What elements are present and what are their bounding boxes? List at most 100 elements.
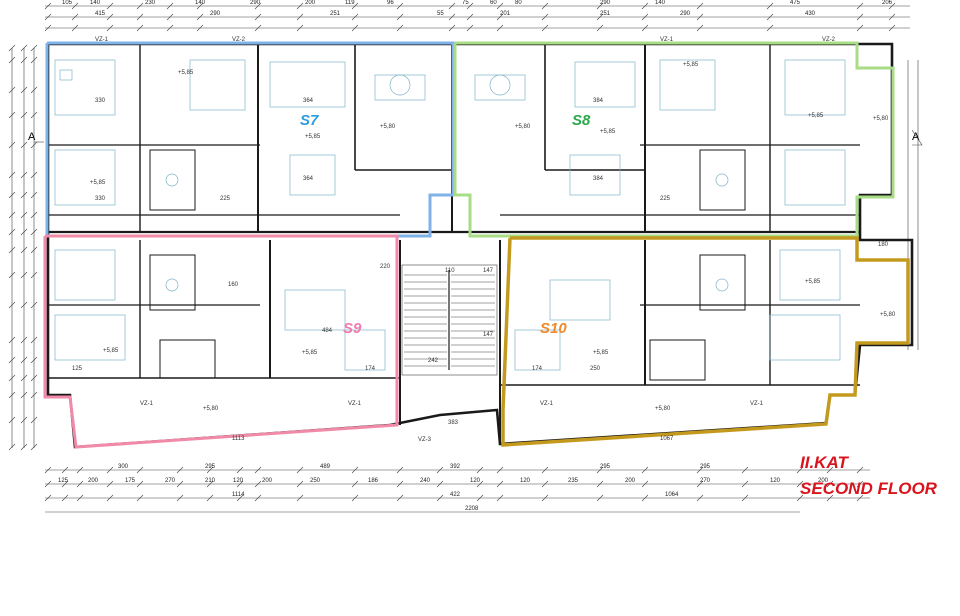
room-dim: 147 [483,268,494,274]
dimension-tick [696,466,704,474]
dimension-tick [30,141,38,149]
dimension-tick [76,466,84,474]
dimension-tick [856,494,864,502]
dimension-tick [696,2,704,10]
room-dim: 330 [95,98,106,104]
bottom-dim: 120 [470,478,481,484]
zone-tag: VZ-1 [660,37,674,43]
level-label: +5,85 [178,70,194,76]
dimension-tick [8,141,16,149]
dimension-tick [20,56,28,64]
dimension-tick [8,44,16,52]
dimension-tick [448,24,456,32]
dimension-tick [396,480,404,488]
top2-dim-7: 290 [680,11,691,17]
dimension-tick [76,480,84,488]
dimension-tick [61,480,69,488]
unit-outline-s7[interactable] [45,41,455,238]
dimension-tick [496,480,504,488]
top2-dim-8: 430 [805,11,816,17]
dimension-tick [30,301,38,309]
dimension-tick [44,480,52,488]
dimension-tick [106,13,114,21]
dimension-tick [8,301,16,309]
zone-tag: VZ-1 [348,401,362,407]
dimension-tick [196,2,204,10]
dimension-tick [20,86,28,94]
dimension-tick [71,13,79,21]
dimension-tick [206,480,214,488]
dimension-tick [541,480,549,488]
dimension-tick [596,2,604,10]
level-label: +5,80 [380,124,396,130]
dimension-tick [541,466,549,474]
dimension-tick [436,480,444,488]
dimension-tick [741,480,749,488]
dimension-tick [466,13,474,21]
dimension-tick [856,466,864,474]
dimension-tick [596,466,604,474]
unit-label-s7: S7 [300,112,319,129]
dimension-tick [496,24,504,32]
dimension-tick [8,228,16,236]
dimension-tick [254,2,262,10]
level-label: +5,80 [203,406,219,412]
room-dim: 383 [448,420,459,426]
zone-tag: VZ-1 [540,401,554,407]
top-dim-12: 290 [600,0,611,6]
room-dim: 330 [95,196,106,202]
dimension-tick [106,24,114,32]
room-dim: 384 [593,176,604,182]
dimension-tick [641,480,649,488]
dimension-tick [30,191,38,199]
top-dim-13: 140 [655,0,666,6]
zone-tag: VZ-3 [418,437,432,443]
zone-tag: VZ-1 [750,401,764,407]
dimension-tick [20,111,28,119]
dimension-tick [396,2,404,10]
dimension-tick [476,494,484,502]
level-label: +5,85 [305,134,321,140]
dimension-tick [30,443,38,451]
dimension-tick [136,494,144,502]
dimension-tick [236,494,244,502]
dimension-tick [8,271,16,279]
dimension-tick [641,466,649,474]
unit-label-s8: S8 [572,112,591,129]
dimension-tick [20,44,28,52]
top-dim-2: 140 [90,0,101,6]
top2-dim-1: 415 [95,11,106,17]
top-dim-10: 60 [490,0,497,6]
top2-dim-3: 251 [330,11,341,17]
bottom-dim-sum: 422 [450,492,461,498]
unit-outline-s10[interactable] [501,236,910,447]
dimension-tick [296,480,304,488]
stairwell [401,264,498,376]
dimension-tick [696,13,704,21]
dimension-tick [176,494,184,502]
dimension-tick [20,171,28,179]
dimension-tick [641,24,649,32]
bottom-dim: 175 [125,478,136,484]
dimension-tick [8,443,16,451]
unit-outline-s9[interactable] [43,234,399,449]
dimension-tick [254,13,262,21]
bottom-dim: 270 [165,478,176,484]
bottom-dim: 240 [420,478,431,484]
level-label: +5,85 [302,350,318,356]
dimension-tick [796,480,804,488]
top2-dim-2: 290 [210,11,221,17]
top-dim-4: 140 [195,0,206,6]
unit-outline-s8[interactable] [453,41,895,238]
top-dim-1: 105 [62,0,73,6]
dimension-tick [856,13,864,21]
dimension-tick [20,301,28,309]
dimension-tick [106,494,114,502]
dimension-tick [20,416,28,424]
top2-dim-5: 201 [500,11,511,17]
level-label: +5,80 [655,406,671,412]
dimension-tick [106,480,114,488]
dimension-tick [296,24,304,32]
dimension-tick [596,480,604,488]
dimension-tick [30,416,38,424]
